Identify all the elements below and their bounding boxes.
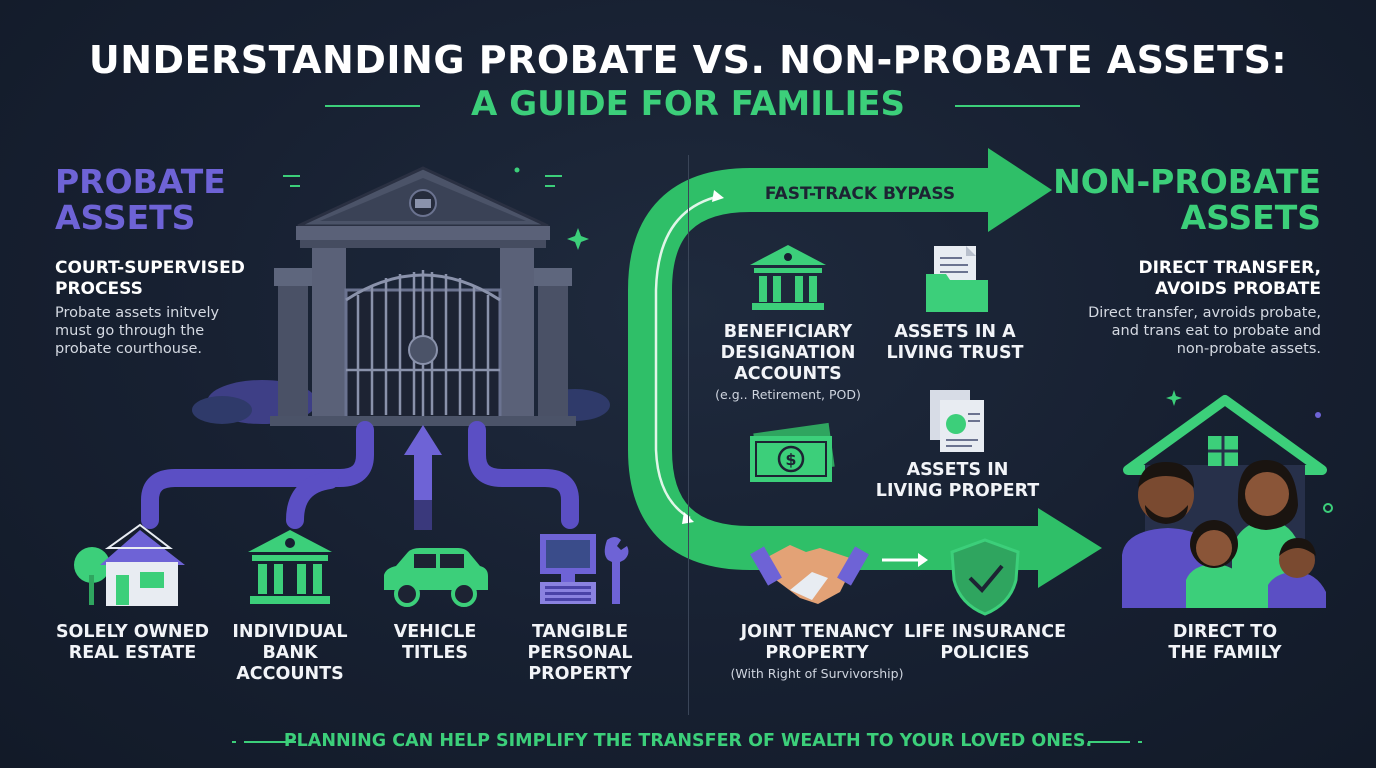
- nonprobate-title-line2: ASSETS: [1180, 198, 1321, 237]
- folder-document-icon: [926, 246, 988, 312]
- item-label-line2: POLICIES: [940, 643, 1030, 663]
- item-label-line2: LIVING PROPERT: [875, 481, 1040, 501]
- item-label-line1: ASSETS IN A: [894, 322, 1016, 342]
- item-label-line1: JOINT TENANCY: [740, 622, 894, 642]
- item-label-line2: PROPERTY: [765, 643, 869, 663]
- nonprobate-desc-line1: Direct transfer, avroids probate,: [1088, 305, 1321, 321]
- probate-title-line2: ASSETS: [55, 198, 196, 237]
- probate-item-real-estate: SOLELY OWNED REAL ESTATE: [40, 622, 225, 664]
- handshake-icon: [750, 545, 869, 604]
- nonprobate-title-line1: NON-PROBATE: [1053, 162, 1321, 201]
- item-label-line2: TITLES: [401, 643, 469, 663]
- center-divider: [688, 155, 689, 715]
- sparkle-icon: [514, 167, 1333, 513]
- item-label-line1: INDIVIDUAL: [232, 622, 348, 642]
- probate-subhead: COURT-SUPERVISED PROCESS: [55, 258, 245, 300]
- item-label-line2: PERSONAL: [527, 643, 633, 663]
- direct-to-family-label: DIRECT TO THE FAMILY: [1140, 622, 1310, 664]
- probate-assets-title: PROBATE ASSETS: [55, 164, 226, 236]
- probate-title-line1: PROBATE: [55, 162, 226, 201]
- item-label-line2: BANK: [262, 643, 318, 663]
- item-label-line2: REAL ESTATE: [68, 643, 197, 663]
- item-label-line3: ACCOUNTS: [236, 664, 344, 684]
- page-title: UNDERSTANDING PROBATE VS. NON-PROBATE AS…: [88, 38, 1288, 82]
- family-label-line2: THE FAMILY: [1168, 643, 1282, 663]
- family-house-icon: [1122, 395, 1327, 608]
- page-subtitle: A GUIDE FOR FAMILIES: [471, 84, 905, 124]
- joint-tenancy-note: (With Right of Survivorship): [730, 666, 904, 681]
- beneficiary-note: (e.g.. Retirement, POD): [715, 387, 861, 402]
- nonprobate-item-joint-tenancy: JOINT TENANCY PROPERTY: [722, 622, 912, 664]
- svg-text:$: $: [785, 450, 796, 469]
- certificate-document-icon: [930, 390, 984, 452]
- probate-desc-line1: Probate assets initvely: [55, 305, 220, 321]
- item-label-line2: DESIGNATION: [720, 343, 856, 363]
- bypass-label: FAST-TRACK BYPASS: [764, 184, 956, 204]
- computer-wrench-icon: [540, 534, 629, 604]
- probate-subhead-line1: COURT-SUPERVISED: [55, 258, 245, 278]
- nonprobate-assets-title: NON-PROBATE ASSETS: [1053, 164, 1321, 236]
- item-label-line1: SOLELY OWNED: [55, 622, 210, 642]
- nonprobate-item-living-property: ASSETS IN LIVING PROPERT: [870, 460, 1045, 502]
- house-icon: [74, 523, 185, 606]
- probate-subhead-line2: PROCESS: [55, 279, 143, 299]
- nonprobate-item-life-insurance: LIFE INSURANCE POLICIES: [900, 622, 1070, 664]
- courthouse-icon: [270, 166, 576, 426]
- probate-desc-line3: probate courthouse.: [55, 341, 203, 357]
- item-label-line3: ACCOUNTS: [734, 364, 842, 384]
- bank-icon: [248, 530, 332, 604]
- nonprobate-desc-line3: non-probate assets.: [1176, 341, 1321, 357]
- nonprobate-item-living-trust: ASSETS IN A LIVING TRUST: [880, 322, 1030, 364]
- nonprobate-description: Direct transfer, avroids probate, and tr…: [1088, 304, 1321, 358]
- bank-icon: [750, 245, 826, 310]
- probate-funnel-arrows: [141, 421, 579, 529]
- car-icon: [384, 548, 488, 607]
- dash-decoration: [283, 105, 1080, 187]
- item-label-line1: ASSETS IN: [906, 460, 1009, 480]
- right-arrow-icon: [882, 553, 928, 567]
- item-label-line3: PROPERTY: [528, 664, 632, 684]
- bypass-arrow: [628, 148, 1102, 588]
- probate-item-vehicle-titles: VEHICLE TITLES: [370, 622, 500, 664]
- footer-message: PLANNING CAN HELP SIMPLIFY THE TRANSFER …: [283, 731, 1093, 751]
- item-label-line1: VEHICLE: [393, 622, 477, 642]
- nonprobate-subhead-line1: DIRECT TRANSFER,: [1138, 258, 1321, 278]
- item-label-line1: TANGIBLE: [531, 622, 629, 642]
- probate-item-personal-property: TANGIBLE PERSONAL PROPERTY: [510, 622, 650, 685]
- probate-desc-line2: must go through the: [55, 323, 205, 339]
- item-label-line1: BENEFICIARY: [723, 322, 853, 342]
- nonprobate-item-beneficiary: BENEFICIARY DESIGNATION ACCOUNTS: [708, 322, 868, 385]
- item-label-line1: LIFE INSURANCE: [903, 622, 1067, 642]
- family-label-line1: DIRECT TO: [1172, 622, 1278, 642]
- probate-description: Probate assets initvely must go through …: [55, 304, 219, 358]
- probate-item-bank-accounts: INDIVIDUAL BANK ACCOUNTS: [215, 622, 365, 685]
- money-icon: $: [750, 422, 835, 482]
- nonprobate-subhead-line2: AVOIDS PROBATE: [1155, 279, 1321, 299]
- up-arrow-icon: [404, 425, 442, 530]
- nonprobate-desc-line2: and trans eat to probate and: [1111, 323, 1321, 339]
- nonprobate-subhead: DIRECT TRANSFER, AVOIDS PROBATE: [1138, 258, 1321, 300]
- item-label-line2: LIVING TRUST: [886, 343, 1024, 363]
- shield-check-icon: [950, 538, 1020, 616]
